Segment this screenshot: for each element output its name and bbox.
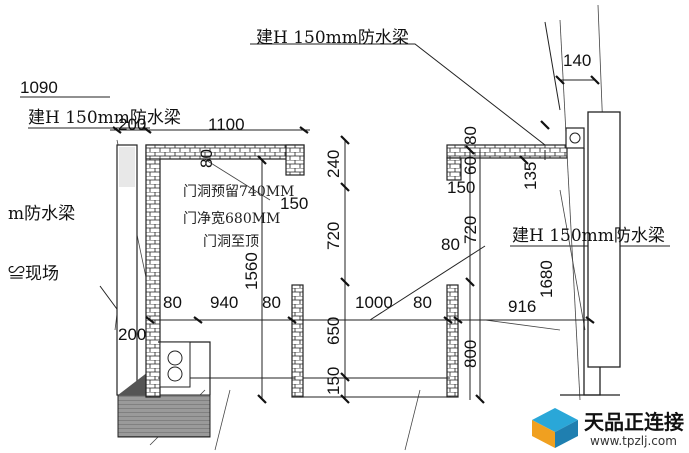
site-note: ≌现场	[8, 264, 59, 284]
beam-top-label: 建H 150mm防水梁	[256, 28, 409, 48]
dim-1560: 1560	[242, 252, 261, 290]
dim-150-c: 150	[447, 178, 476, 197]
door-net-note: 门净宽680MM	[183, 211, 281, 227]
dim-135: 135	[521, 161, 540, 190]
beam-mid-label: 建H 150mm防水梁	[512, 226, 665, 246]
dim-80-f: 80	[441, 235, 460, 254]
dim-720-b: 720	[461, 215, 480, 244]
logo-title: 天品正连接	[584, 410, 684, 434]
dim-80-e: 80	[461, 126, 480, 145]
dim-140: 140	[563, 51, 592, 70]
door-reserve-note: 门洞预留740MM	[183, 184, 295, 200]
dim-80-c: 80	[262, 293, 281, 312]
dim-1000: 1000	[355, 293, 393, 312]
dim-1680: 1680	[537, 260, 556, 298]
dim-916: 916	[508, 297, 537, 316]
dim-800: 800	[461, 339, 480, 368]
dim-80-d: 80	[413, 293, 432, 312]
beam-edge-label: m防水梁	[8, 204, 76, 224]
dim-720-a: 720	[324, 221, 343, 250]
dim-940: 940	[210, 293, 239, 312]
dim-80-b: 80	[163, 293, 182, 312]
dim-200-b: 200	[118, 325, 147, 344]
dim-240: 240	[324, 149, 343, 178]
logo-url: www.tpzlj.com	[590, 434, 677, 448]
dim-1100: 1100	[208, 115, 245, 134]
dim-60: 60	[461, 156, 480, 175]
dim-650: 650	[324, 316, 343, 345]
dim-1090: 1090	[20, 78, 58, 97]
watermark-logo: 天品正连接 www.tpzlj.com	[528, 404, 688, 452]
dim-150-a: 150	[280, 194, 309, 213]
cube-logo-icon	[532, 408, 578, 448]
dim-200: 200	[118, 115, 147, 134]
dim-80-top: 80	[197, 149, 216, 168]
beam-left-label: 建H 150mm防水梁	[28, 108, 181, 128]
door-top-note: 门洞至顶	[203, 234, 259, 250]
dim-150-b: 150	[324, 366, 343, 395]
